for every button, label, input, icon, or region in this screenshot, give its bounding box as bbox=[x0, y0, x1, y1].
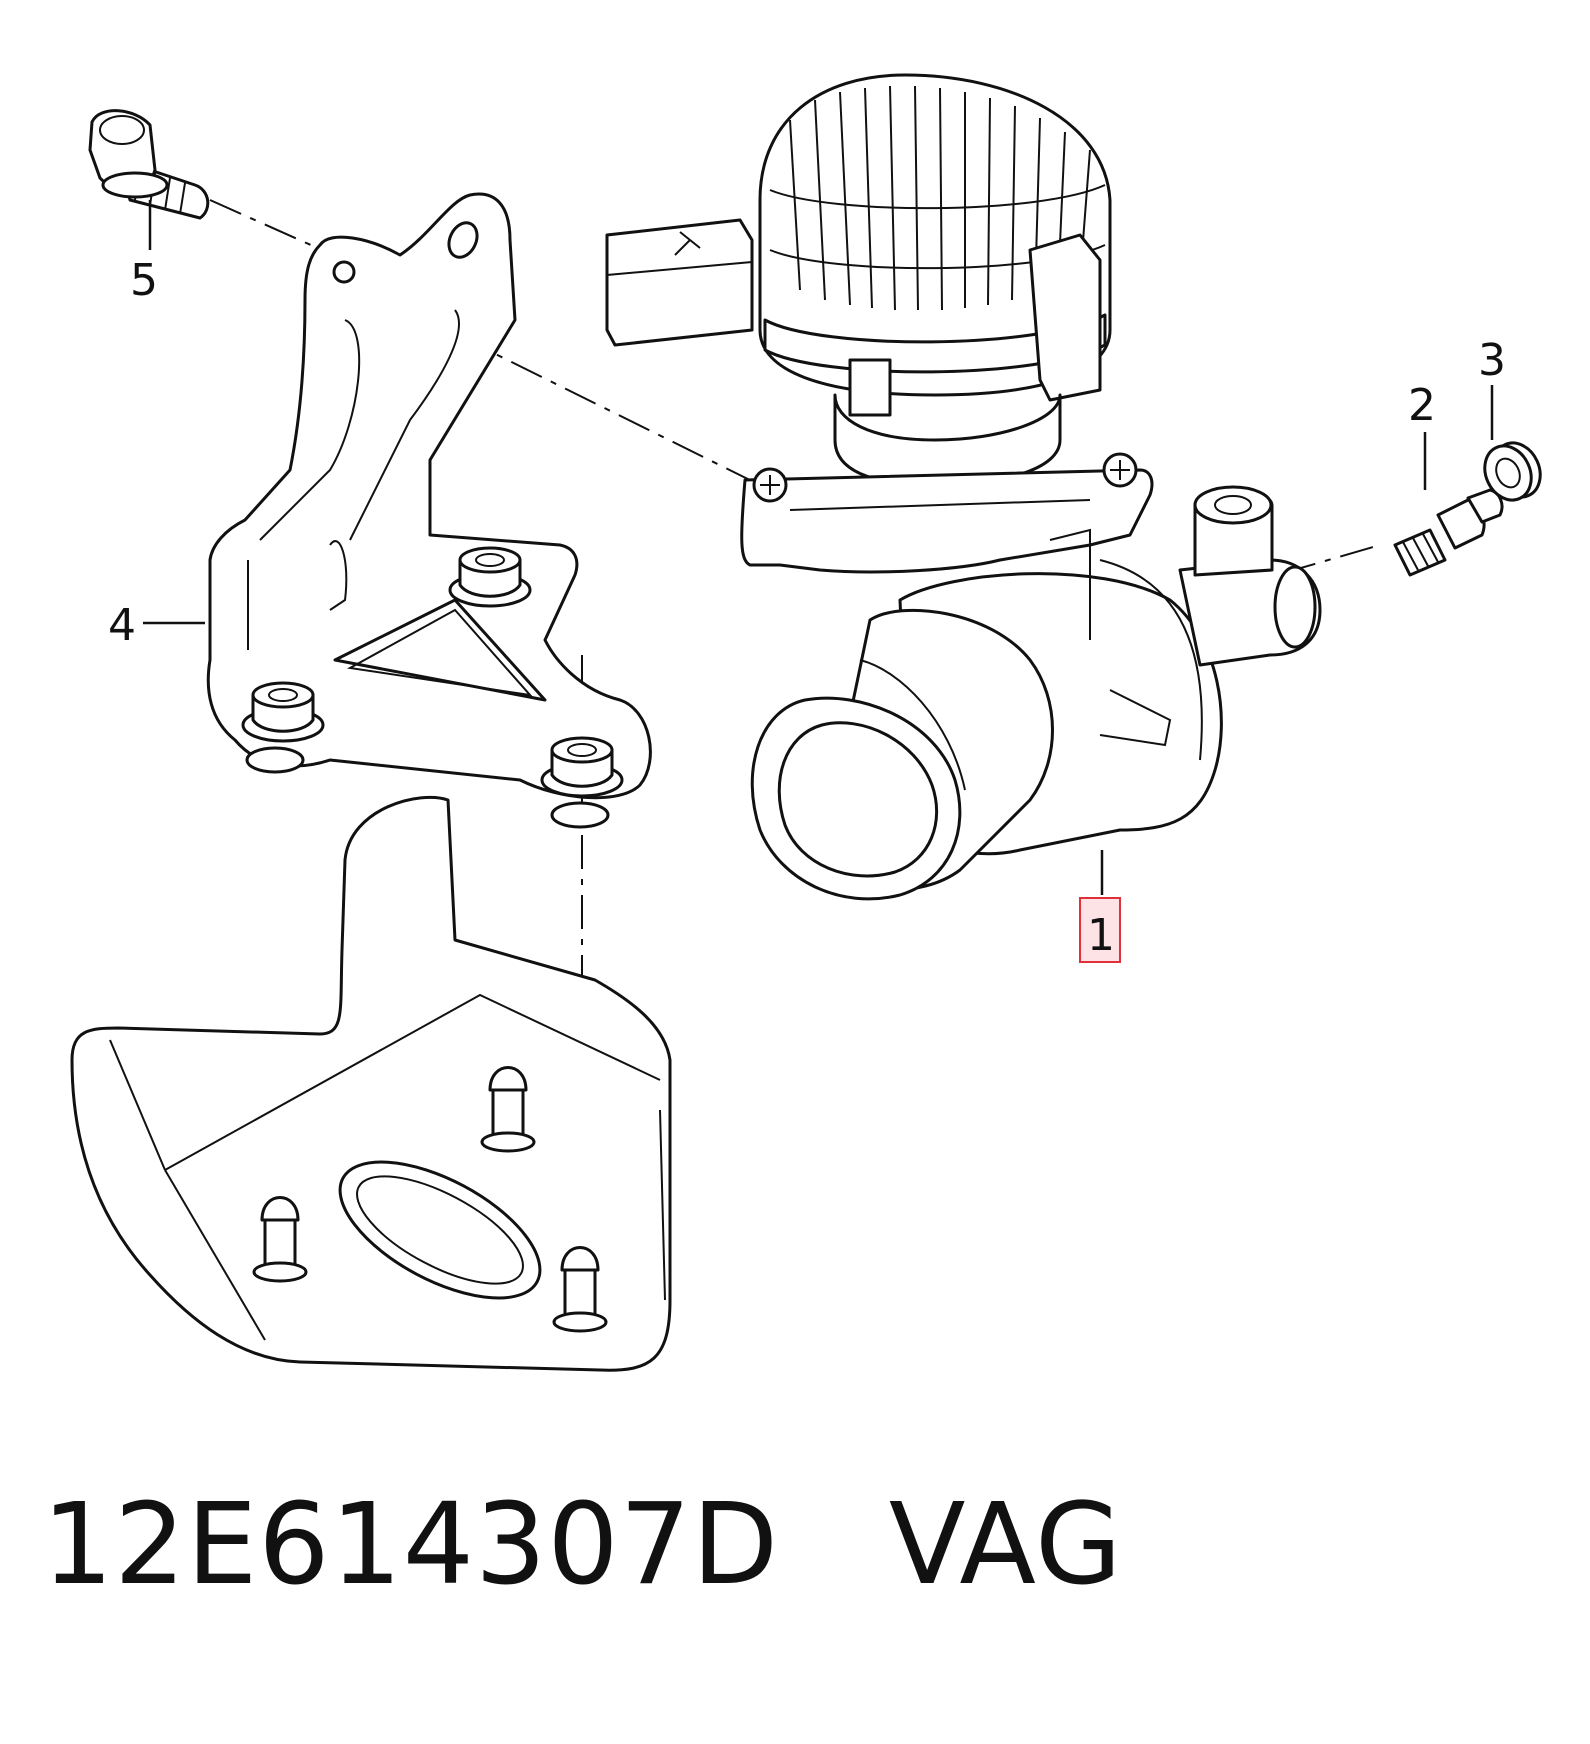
callout-4[interactable]: 4 bbox=[108, 600, 136, 651]
nut-left bbox=[241, 681, 325, 774]
seal-ring bbox=[1483, 441, 1542, 502]
nut-top bbox=[448, 546, 532, 608]
stud-left bbox=[252, 1196, 308, 1283]
nut-right bbox=[540, 736, 624, 829]
callout-3[interactable]: 3 bbox=[1478, 335, 1506, 386]
banjo-bolt bbox=[1393, 488, 1504, 577]
callout-2[interactable]: 2 bbox=[1408, 380, 1436, 431]
flange-bolt bbox=[88, 109, 210, 220]
callout-5[interactable]: 5 bbox=[130, 255, 158, 306]
part-number-caption: 12E614307D VAG bbox=[42, 1480, 1123, 1610]
stud-right bbox=[552, 1246, 608, 1333]
stud-middle bbox=[480, 1066, 536, 1153]
part-number: 12E614307D bbox=[42, 1480, 780, 1610]
secondary-air-pump bbox=[605, 73, 1322, 901]
callout-highlight-box bbox=[1079, 897, 1121, 963]
callout-1[interactable]: 1 bbox=[1087, 910, 1115, 961]
leader-lines bbox=[143, 200, 1494, 895]
heat-shield bbox=[70, 795, 672, 1372]
brand-name: VAG bbox=[888, 1480, 1123, 1610]
mounting-bracket bbox=[206, 192, 652, 800]
